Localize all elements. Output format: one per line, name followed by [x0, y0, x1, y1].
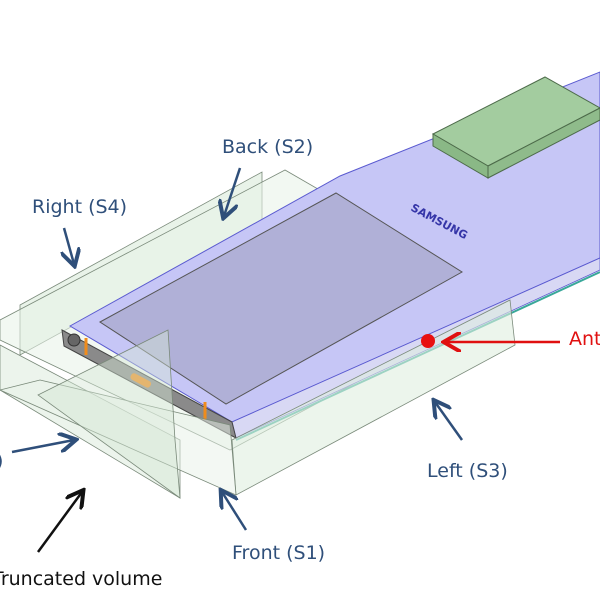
label-truncated-volume: Truncated volume — [0, 568, 163, 590]
label-front: Front (S1) — [232, 542, 326, 564]
back-arrow — [224, 167, 242, 216]
inner-plane — [37, 329, 181, 499]
label-bottom: ) — [0, 450, 3, 472]
spen-slot — [67, 333, 81, 347]
back-plate-s2 — [99, 192, 463, 405]
bottom-arrow — [11, 440, 74, 454]
label-right: Right (S4) — [32, 196, 128, 218]
truncated-arrow — [36, 492, 82, 553]
camera-box-front — [487, 107, 600, 179]
antenna-point — [421, 334, 435, 348]
right-arrow — [64, 227, 74, 264]
usb-port — [130, 373, 152, 388]
label-antenna: Antenna — [569, 328, 600, 350]
label-back: Back (S2) — [222, 136, 314, 158]
left-arrow — [435, 402, 464, 441]
label-left: Left (S3) — [427, 460, 508, 482]
front-arrow — [222, 492, 248, 531]
